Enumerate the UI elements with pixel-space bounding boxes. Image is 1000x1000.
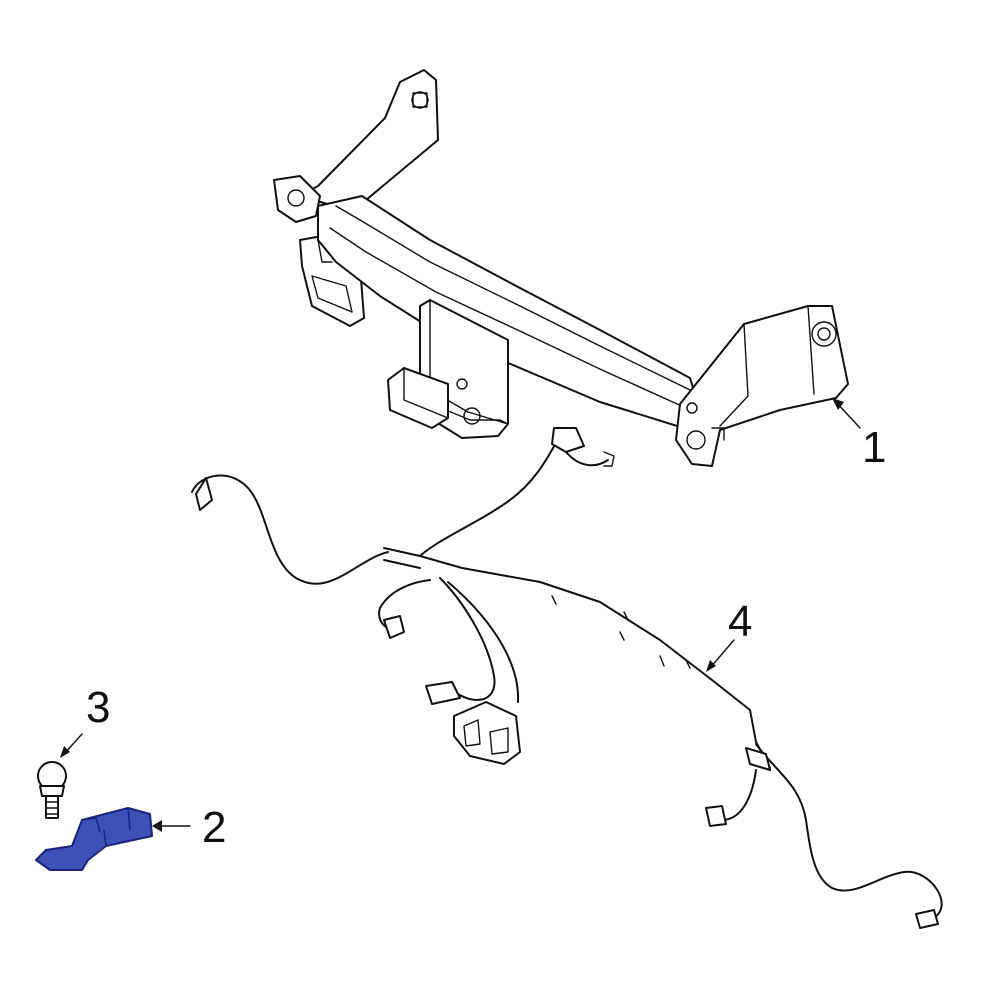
- ball-mount[interactable]: [35, 807, 153, 871]
- callout-1-label: 1: [862, 423, 886, 472]
- callout-3-label: 3: [86, 683, 110, 732]
- callout-2-label: 2: [202, 803, 226, 852]
- hitch-ball[interactable]: [37, 761, 67, 819]
- callout-4-label: 4: [728, 597, 752, 646]
- wiring-harness[interactable]: [191, 427, 943, 929]
- callout-1: 1: [832, 398, 886, 472]
- callout-2: 2: [152, 803, 226, 852]
- callout-4: 4: [706, 597, 752, 672]
- callout-3: 3: [60, 683, 110, 758]
- trailer-hitch-receiver[interactable]: [273, 69, 849, 467]
- ball-mount-detail: [81, 807, 131, 847]
- ball-mount-shape: [35, 807, 153, 871]
